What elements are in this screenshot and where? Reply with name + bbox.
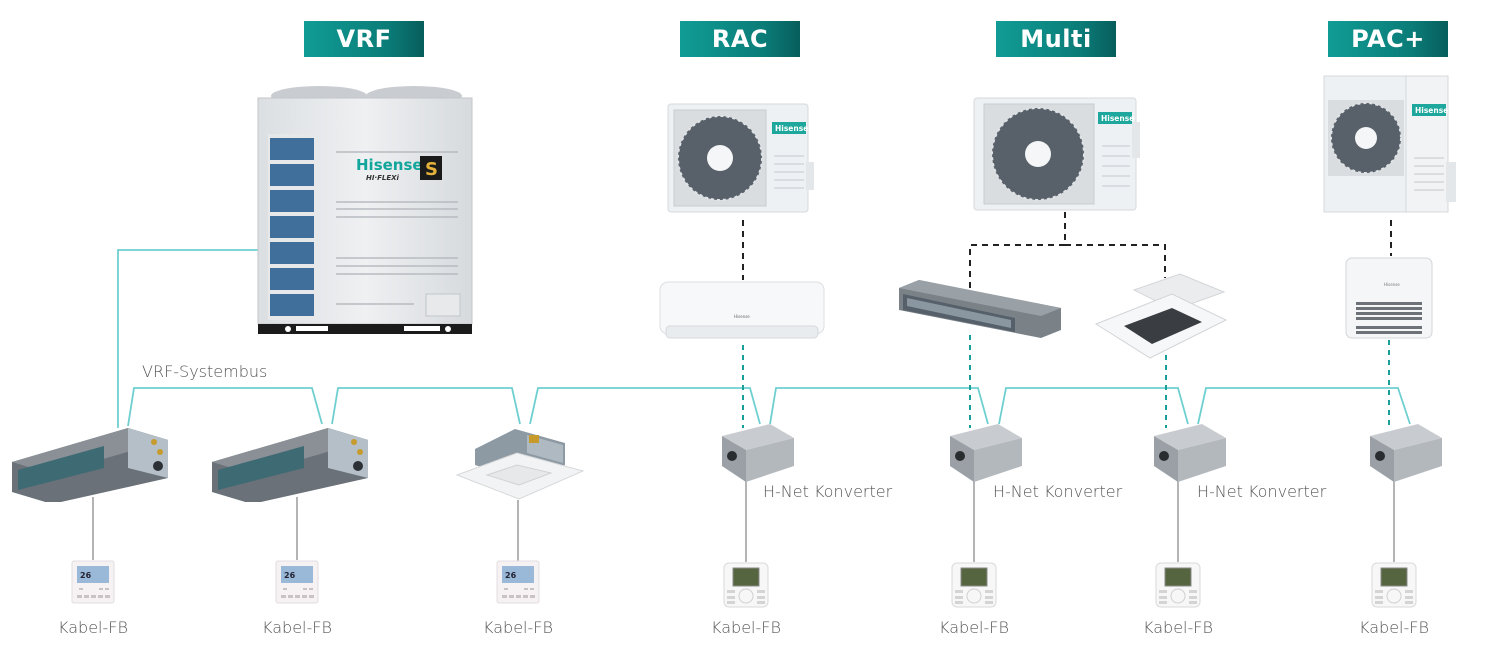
bus-segment-1 xyxy=(127,387,323,427)
controller-label: Kabel-FB xyxy=(939,618,1009,637)
bus-segment-4 xyxy=(769,387,989,425)
controller-label: Kabel-FB xyxy=(262,618,332,637)
vrf-ducted-unit-2 xyxy=(208,420,380,506)
controller-label: Kabel-FB xyxy=(1359,618,1429,637)
vrf-ducted-unit-1 xyxy=(8,420,180,506)
svg-text:Hisense: Hisense xyxy=(356,156,423,174)
converter-links xyxy=(742,335,1390,428)
pac-console-unit: Hisense xyxy=(1344,256,1436,346)
bus-segment-6 xyxy=(1197,387,1411,425)
svg-text:Hisense: Hisense xyxy=(1415,106,1448,115)
vrf-systembus-line xyxy=(117,249,1411,428)
vrf-outdoor-unit: Hisense HI·FLEXi S xyxy=(254,72,476,338)
svg-text:HI·FLEXi: HI·FLEXi xyxy=(366,174,400,182)
svg-text:Hisense: Hisense xyxy=(734,314,750,319)
wired-controller: 26 xyxy=(275,560,319,608)
svg-text:Hisense: Hisense xyxy=(1101,114,1134,123)
multi-outdoor-unit: Hisense xyxy=(972,94,1142,220)
vrf-systembus-label: VRF-Systembus xyxy=(142,362,268,381)
hnet-converter-1 xyxy=(720,422,798,488)
wired-controller xyxy=(1155,562,1201,612)
hnet-converter-label-1: H-Net Konverter xyxy=(763,482,893,501)
system-badge-rac: RAC xyxy=(680,21,800,57)
wired-controller: 26 xyxy=(71,560,115,608)
svg-text:S: S xyxy=(425,159,438,180)
multi-cassette-unit xyxy=(1094,272,1230,366)
bus-segment-2 xyxy=(331,387,521,425)
hnet-converter-label-2: H-Net Konverter xyxy=(993,482,1123,501)
system-badge-vrf: VRF xyxy=(304,21,424,57)
bus-segment-3 xyxy=(529,387,761,425)
vrf-cassette-unit xyxy=(455,425,585,507)
refrigerant-lines xyxy=(742,212,1392,290)
svg-text:26: 26 xyxy=(80,571,92,580)
multi-pipe-left xyxy=(969,212,1066,290)
wired-controller: 26 xyxy=(496,560,540,608)
controller-wires xyxy=(92,478,1395,562)
svg-text:Hisense: Hisense xyxy=(1384,282,1400,287)
pac-outdoor-unit: Hisense xyxy=(1320,74,1460,224)
system-badge-pac: PAC+ xyxy=(1328,21,1448,57)
svg-text:26: 26 xyxy=(505,571,517,580)
rac-outdoor-unit: Hisense xyxy=(666,100,816,224)
controller-label: Kabel-FB xyxy=(1143,618,1213,637)
system-badge-multi: Multi xyxy=(996,21,1116,57)
wired-controller xyxy=(723,562,769,612)
rac-wall-split-unit: Hisense xyxy=(658,280,828,348)
bus-segment-5 xyxy=(998,387,1189,425)
svg-text:Hisense: Hisense xyxy=(775,124,808,133)
controller-label: Kabel-FB xyxy=(58,618,128,637)
hnet-converter-4 xyxy=(1368,422,1446,488)
hnet-converter-label-3: H-Net Konverter xyxy=(1197,482,1327,501)
svg-text:26: 26 xyxy=(284,571,296,580)
controller-label: Kabel-FB xyxy=(483,618,553,637)
wired-controller xyxy=(1371,562,1417,612)
wired-controller xyxy=(951,562,997,612)
controller-label: Kabel-FB xyxy=(711,618,781,637)
multi-ducted-unit xyxy=(895,280,1065,348)
hnet-converter-2 xyxy=(948,422,1026,488)
hnet-converter-3 xyxy=(1152,422,1230,488)
multi-pipe-right xyxy=(1065,244,1166,278)
bus-outdoor-link xyxy=(117,249,258,428)
